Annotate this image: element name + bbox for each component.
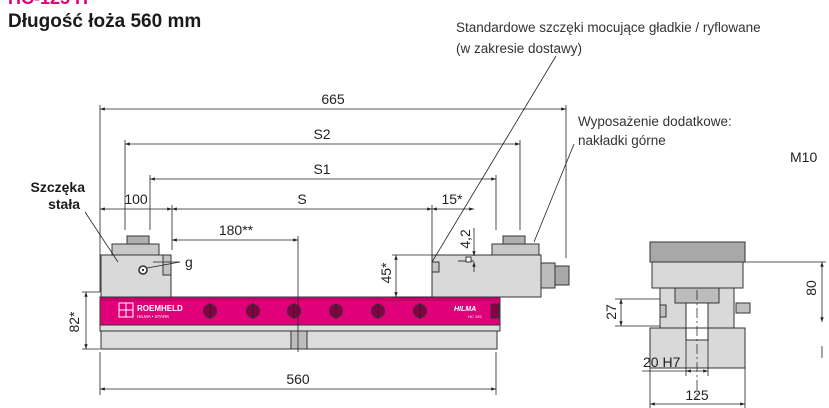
dim-560: 560	[286, 371, 310, 387]
front-view-dimensions	[615, 261, 826, 408]
vise-front-view	[649, 241, 751, 400]
callouts: Standardowe szczęki mocujące gładkie / r…	[31, 20, 761, 212]
callout-jaws-line2: (w zakresie dostawy)	[456, 41, 582, 56]
dim-100: 100	[124, 191, 148, 207]
roemheld-logo: ROEMHELD HILMA • STARK HILMA HC 125	[118, 302, 482, 319]
dim-82: 82*	[66, 311, 82, 333]
bed-mounting-holes	[203, 303, 500, 319]
dim-s2: S2	[313, 126, 330, 142]
label-g: g	[185, 254, 193, 270]
moving-jaw	[431, 235, 570, 298]
callout-jaws-line1: Standardowe szczęki mocujące gładkie / r…	[456, 20, 761, 35]
dimension-labels: 665 S2 S1 100 S 15* 180** 4,2 45* 82* 56…	[66, 91, 473, 387]
dim-s: S	[297, 191, 306, 207]
front-view-labels: M10 80 27 20 H7 125	[603, 149, 819, 403]
brand-subline: HILMA • STARK	[137, 314, 169, 319]
fixed-jaw-label-line2: stała	[48, 196, 80, 212]
dim-4-2: 4,2	[457, 229, 473, 249]
dim-665: 665	[321, 91, 345, 107]
callout-accessories-line2: nakładki górne	[578, 133, 666, 148]
fixed-jaw	[100, 235, 172, 298]
vise-side-view: ROEMHELD HILMA • STARK HILMA HC 125	[99, 235, 570, 350]
fixed-jaw-label-line1: Szczęka	[31, 179, 86, 195]
page-title: Długość łoża 560 mm	[8, 11, 202, 32]
product-model: HC 125	[468, 314, 482, 319]
model-heading-partial: HC-125 H	[8, 0, 88, 9]
product-name: HILMA	[454, 306, 476, 313]
callout-accessories-line1: Wyposażenie dodatkowe:	[578, 114, 732, 129]
dim-20-h7: 20 H7	[643, 354, 681, 370]
dim-80: 80	[803, 280, 819, 296]
dim-125: 125	[685, 387, 709, 403]
dim-27: 27	[603, 304, 619, 320]
side-view-dimensions	[82, 55, 575, 395]
dim-s1: S1	[313, 161, 330, 177]
dim-180: 180**	[219, 222, 254, 238]
dim-15: 15*	[441, 191, 463, 207]
brand-name: ROEMHELD	[137, 304, 183, 313]
vise-base	[99, 324, 501, 350]
label-m10: M10	[790, 149, 817, 165]
dim-45: 45*	[378, 262, 394, 284]
